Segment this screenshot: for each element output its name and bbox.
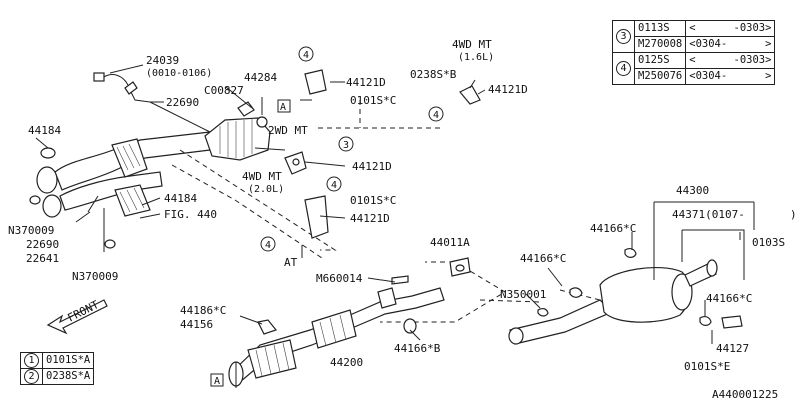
legend-row: M250076 <0304- > bbox=[613, 68, 776, 85]
legend-part: M270008 bbox=[633, 36, 687, 53]
circle-callout-4d: 4 bbox=[265, 240, 271, 251]
label-0103s: 0103S bbox=[752, 236, 785, 249]
legend-row: 3 0113S < -0303> bbox=[612, 20, 776, 53]
label-4wd-mt-16-title: 4WD MT bbox=[452, 38, 492, 51]
label-0101sc-b: 0101S*C bbox=[350, 194, 396, 207]
label-44371: 44371(0107- bbox=[672, 208, 745, 221]
legend-table-top: 3 0113S < -0303> M270008 <0304- > 4 0125… bbox=[612, 20, 776, 85]
circle-callout-4a: 4 bbox=[303, 50, 309, 61]
label-4wd-mt-16-sub: (1.6L) bbox=[458, 52, 494, 63]
label-44300: 44300 bbox=[676, 184, 709, 197]
legend-range: < -0303> bbox=[685, 52, 776, 69]
label-44166c-c: 44166*C bbox=[706, 292, 752, 305]
circle-number: 2 bbox=[24, 369, 39, 384]
legend-row: 1 0101S*A bbox=[20, 352, 95, 369]
legend-range: <0304- > bbox=[685, 68, 776, 85]
legend-range: <0304- > bbox=[685, 36, 776, 53]
label-44121d-c: 44121D bbox=[352, 160, 392, 173]
label-n350001: N350001 bbox=[500, 288, 546, 301]
circle-number: 1 bbox=[24, 353, 39, 368]
legend-range: < -0303> bbox=[685, 20, 776, 37]
label-44284: 44284 bbox=[244, 71, 277, 84]
label-24039: 24039 bbox=[146, 54, 179, 67]
legend-circle-cell: 1 bbox=[20, 352, 43, 369]
label-c00827: C00827 bbox=[204, 84, 244, 97]
circle-callout-4c: 4 bbox=[331, 180, 337, 191]
legend-part: M250076 bbox=[633, 68, 687, 85]
ref-a-top: A bbox=[280, 102, 286, 113]
label-0101se: 0101S*E bbox=[684, 360, 730, 373]
label-at: AT bbox=[284, 256, 298, 269]
label-44011a: 44011A bbox=[430, 236, 470, 249]
label-44184-top: 44184 bbox=[28, 124, 61, 137]
legend-part: 0125S bbox=[633, 52, 687, 69]
label-0101sc-a: 0101S*C bbox=[350, 94, 396, 107]
legend-row: M270008 <0304- > bbox=[613, 36, 776, 53]
label-22690-bot: 22690 bbox=[26, 238, 59, 251]
drawing-number: A440001225 bbox=[712, 388, 778, 400]
label-24039-range: (0010-0106) bbox=[146, 68, 212, 79]
legend-row: 2 0238S*A bbox=[20, 368, 95, 385]
label-44166c-a: 44166*C bbox=[520, 252, 566, 265]
legend-row: 4 0125S < -0303> bbox=[612, 52, 776, 85]
label-4wd-mt-20-sub: (2.0L) bbox=[248, 184, 284, 195]
label-44127: 44127 bbox=[716, 342, 749, 355]
legend-circle-cell: 2 bbox=[20, 368, 43, 385]
label-0238sb: 0238S*B bbox=[410, 68, 457, 81]
legend-part: 0238S*A bbox=[41, 368, 95, 385]
label-4wd-mt-20-title: 4WD MT bbox=[242, 170, 282, 183]
label-2wd-mt: 2WD MT bbox=[268, 124, 308, 137]
label-22690-top: 22690 bbox=[166, 96, 199, 109]
label-44166b: 44166*B bbox=[394, 342, 441, 355]
circle-callout-4b: 4 bbox=[433, 110, 439, 121]
label-44186c: 44186*C bbox=[180, 304, 226, 317]
circle-number: 4 bbox=[616, 61, 631, 76]
label-44156: 44156 bbox=[180, 318, 213, 331]
label-44121d-d: 44121D bbox=[350, 212, 390, 225]
label-n370009-a: N370009 bbox=[8, 224, 54, 237]
legend-circle-cell: 3 bbox=[612, 20, 635, 53]
label-44166c-b: 44166*C bbox=[590, 222, 636, 235]
label-44121d-a: 44121D bbox=[346, 76, 386, 89]
label-44121d-b: 44121D bbox=[488, 83, 528, 96]
label-44184-mid: 44184 bbox=[164, 192, 197, 205]
front-arrow-label: FRONT bbox=[65, 298, 101, 325]
legend-part: 0101S*A bbox=[41, 352, 95, 369]
label-fig440: FIG. 440 bbox=[164, 208, 217, 221]
label-44200: 44200 bbox=[330, 356, 363, 369]
label-22641: 22641 bbox=[26, 252, 59, 265]
legend-table-bottom: 1 0101S*A 2 0238S*A bbox=[20, 352, 95, 385]
label-44371-close: ) bbox=[790, 208, 797, 221]
legend-circle-cell: 4 bbox=[612, 52, 635, 85]
circle-number: 3 bbox=[616, 29, 631, 44]
label-n370009-b: N370009 bbox=[72, 270, 118, 283]
legend-part: 0113S bbox=[633, 20, 687, 37]
ref-a-bottom: A bbox=[214, 376, 220, 387]
diagram-artwork bbox=[29, 46, 755, 388]
label-m660014: M660014 bbox=[316, 272, 363, 285]
circle-callout-3: 3 bbox=[343, 140, 349, 151]
